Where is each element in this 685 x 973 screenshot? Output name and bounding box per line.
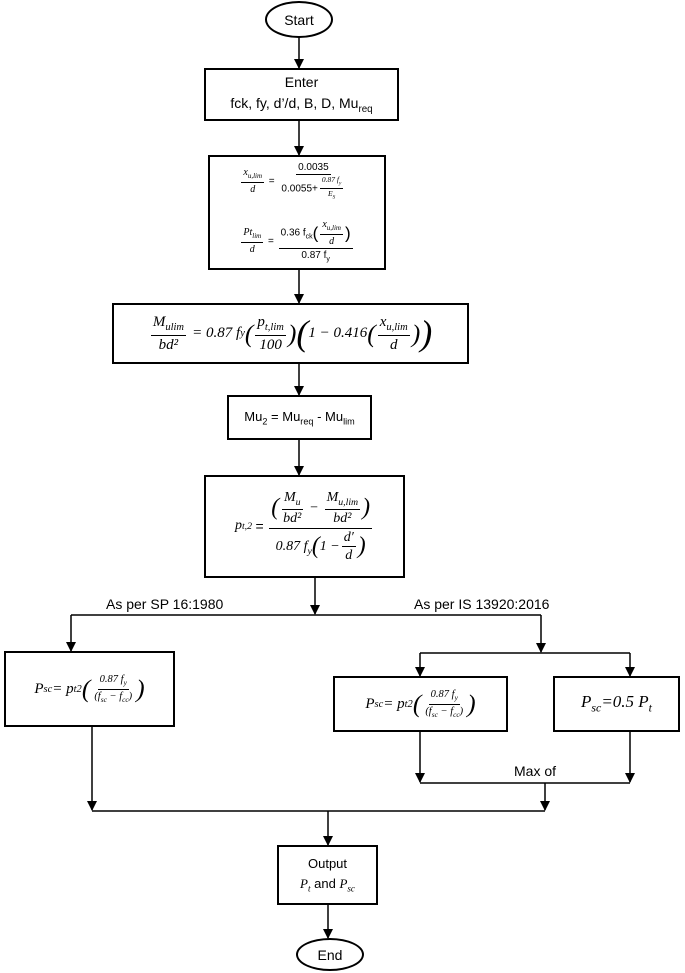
start-label: Start: [284, 11, 314, 28]
input-line1: Enter: [284, 74, 319, 91]
max-of-label: Max of: [514, 763, 557, 779]
start-terminal: Start: [265, 1, 333, 38]
end-terminal: End: [296, 938, 364, 971]
output-box: Output Pt and Psc: [277, 845, 378, 905]
mu2-box: Mu2 = Mureq - Mulim: [227, 395, 372, 440]
output-line2: Pt and Psc: [300, 875, 355, 894]
input-box: Enter fck, fy, d’/d, B, D, Mureq: [204, 68, 399, 121]
psc-half-equation: Psc=0.5 Pt: [581, 692, 652, 715]
mu2-equation: Mu2 = Mureq - Mulim: [244, 408, 355, 427]
sp16-label: As per SP 16:1980: [106, 596, 224, 612]
is13920-label: As per IS 13920:2016: [414, 596, 550, 612]
output-line1: Output: [307, 856, 348, 872]
psc-half-box: Psc=0.5 Pt: [553, 676, 680, 732]
end-label: End: [317, 946, 343, 963]
input-line2: fck, fy, d’/d, B, D, Mureq: [230, 94, 373, 115]
